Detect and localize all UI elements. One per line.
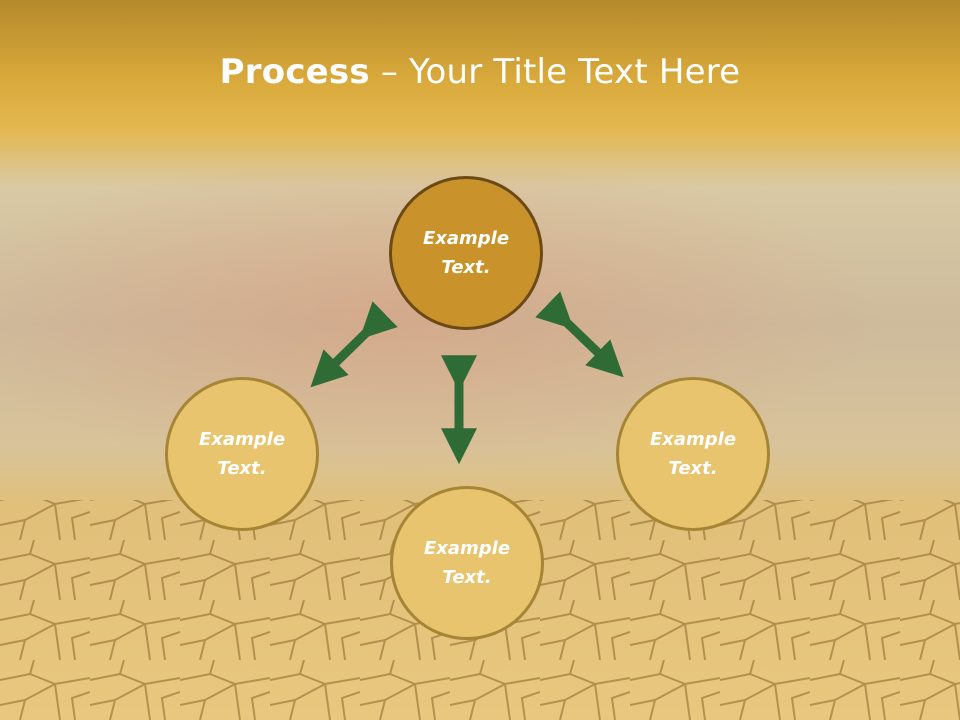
node-label: Example Text. xyxy=(633,425,753,483)
node-label: Example Text. xyxy=(407,534,527,592)
process-node-bottom[interactable]: Example Text. xyxy=(390,486,544,640)
slide-title: Process – Your Title Text Here xyxy=(0,52,960,92)
node-label: Example Text. xyxy=(406,224,526,282)
node-line1: Example xyxy=(423,538,511,559)
node-line1: Example xyxy=(422,228,510,249)
process-node-right[interactable]: Example Text. xyxy=(616,377,770,531)
process-node-left[interactable]: Example Text. xyxy=(165,377,319,531)
arrow-center-left xyxy=(310,301,398,388)
node-line2: Text. xyxy=(217,458,267,479)
process-node-center[interactable]: Example Text. xyxy=(389,176,543,330)
title-separator: – xyxy=(369,52,410,92)
node-line2: Text. xyxy=(441,257,491,278)
node-label: Example Text. xyxy=(182,425,302,483)
arrow-center-right xyxy=(535,291,624,378)
node-line2: Text. xyxy=(668,458,718,479)
title-light: Your Title Text Here xyxy=(409,52,741,92)
node-line1: Example xyxy=(649,429,737,450)
node-line2: Text. xyxy=(442,567,492,588)
node-line1: Example xyxy=(198,429,286,450)
title-bold: Process xyxy=(219,52,370,92)
